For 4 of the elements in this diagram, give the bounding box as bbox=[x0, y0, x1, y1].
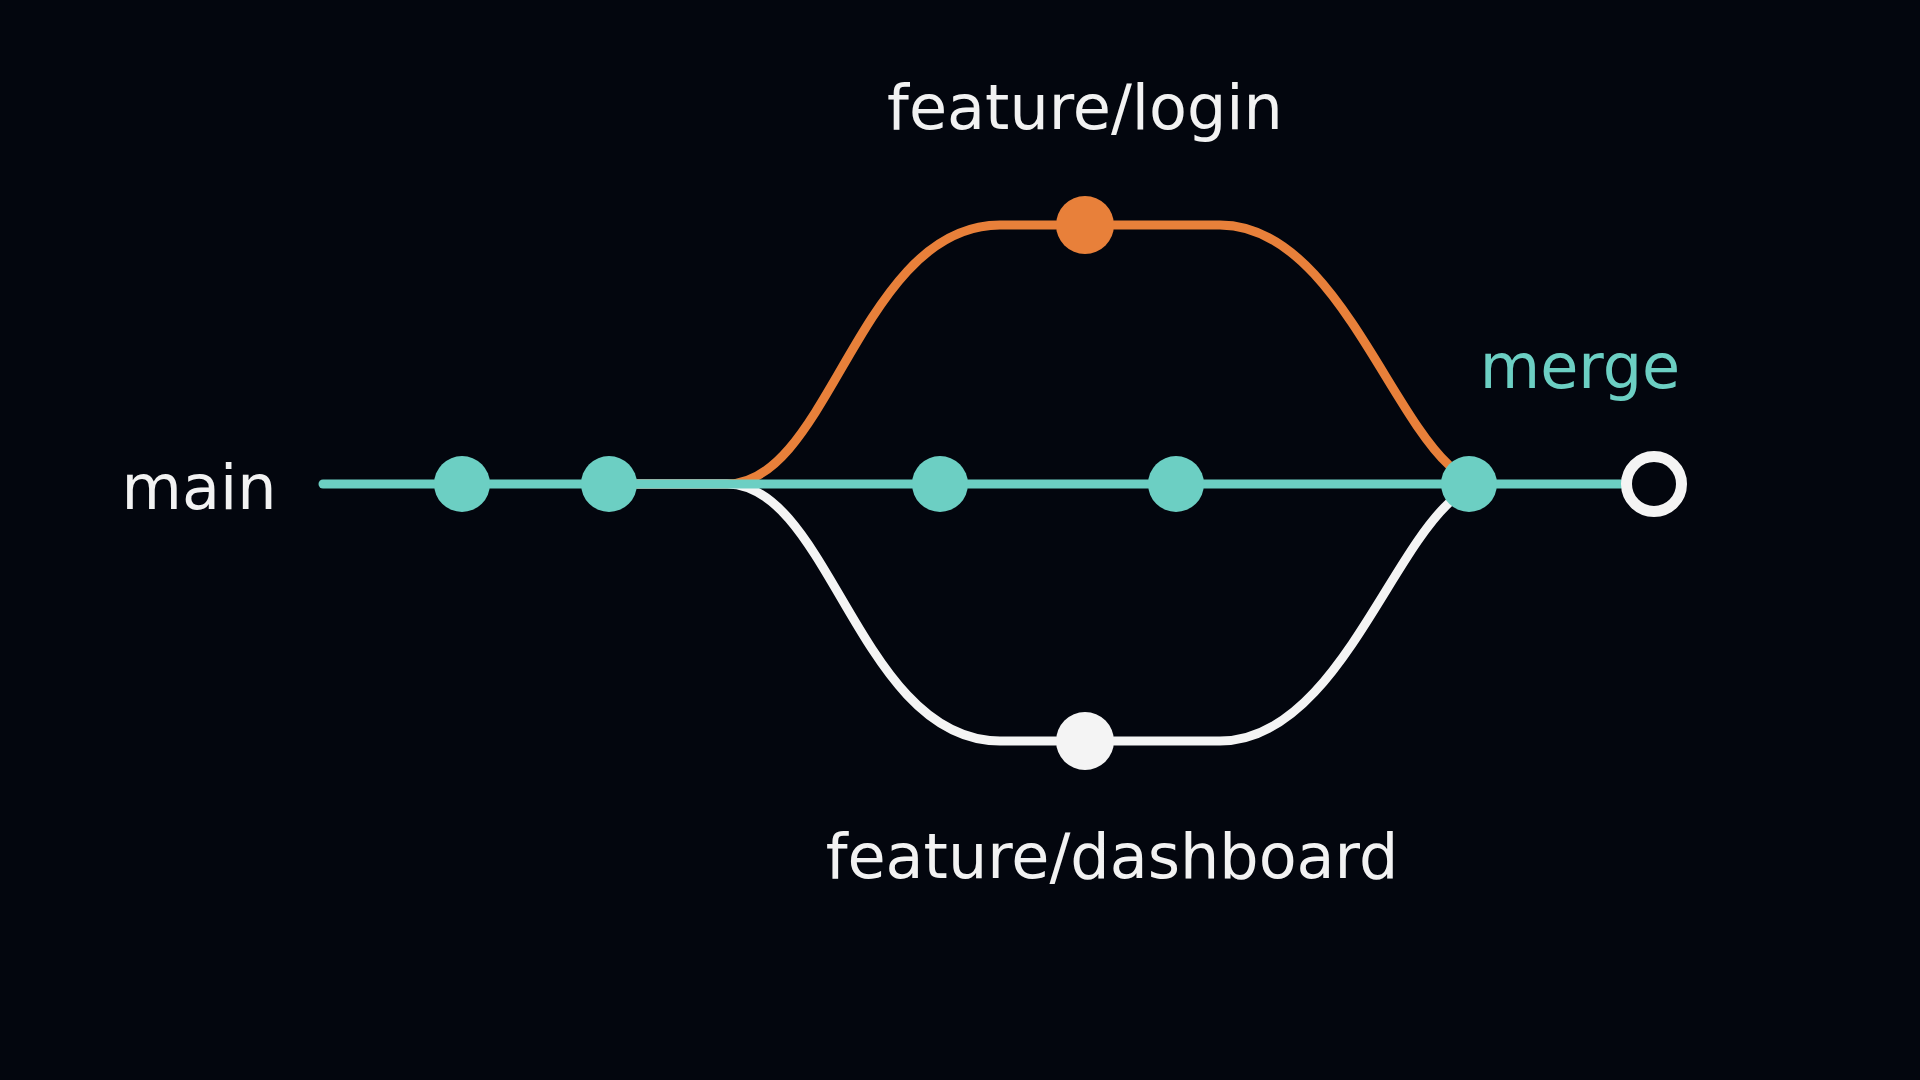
branch-label: main bbox=[121, 457, 277, 519]
commit-ring bbox=[1621, 451, 1687, 517]
commit-dot bbox=[1441, 456, 1497, 512]
branch-label: feature/dashboard bbox=[825, 826, 1399, 888]
